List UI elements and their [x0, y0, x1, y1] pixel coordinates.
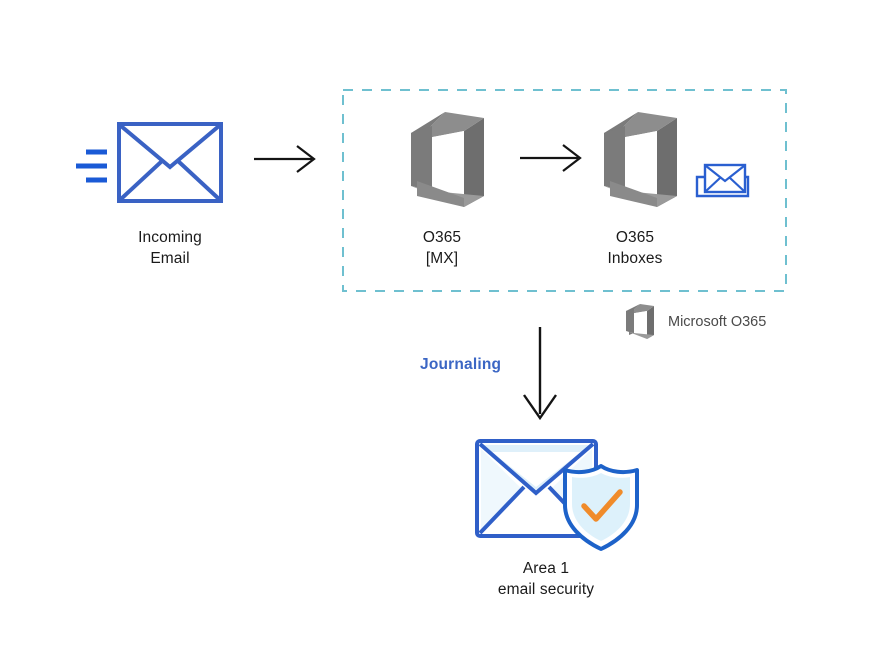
- area1-envelope-flap-highlight: [492, 452, 581, 487]
- arrow1-head: [296, 145, 316, 173]
- office-icon-left-inner: [610, 126, 625, 196]
- office-icon-top-face: [610, 112, 677, 140]
- legend-icon-right-face: [647, 306, 654, 339]
- envelope-fold-right: [176, 159, 221, 201]
- office-icon-right-face: [464, 118, 484, 207]
- office-icon-bottom-inner: [417, 181, 464, 207]
- legend-icon-left-inner: [629, 309, 634, 335]
- inbox-envelope-flap: [705, 165, 745, 183]
- envelope-flap: [119, 124, 221, 170]
- office-icon-right-face: [657, 118, 677, 207]
- area1-envelope-flap-stroke: [478, 442, 595, 496]
- office-icon-top-face: [417, 112, 484, 140]
- legend-label: Microsoft O365: [668, 314, 767, 330]
- envelope-fold-left: [119, 159, 164, 201]
- legend-icon-bottom-face: [626, 331, 654, 339]
- boundary-dashed-rect: [342, 89, 787, 292]
- inbox-envelope-fold-left: [705, 177, 721, 192]
- area1-envelope-left-fill: [481, 449, 523, 532]
- o365-mx-label: O365[MX]: [422, 229, 462, 267]
- arrow2-head: [562, 144, 582, 172]
- office-icon-left-inner: [417, 126, 432, 196]
- inbox-envelope-fold-right: [729, 177, 745, 192]
- area1-check-icon: [581, 489, 623, 522]
- arrow3-head: [523, 394, 557, 421]
- office-icon-bottom-inner: [610, 181, 657, 207]
- area1-envelope-bottom-fill: [481, 489, 592, 532]
- area1-shield-fill: [572, 473, 630, 541]
- area1-envelope-fold-left: [478, 485, 526, 535]
- journaling-label: Journaling: [420, 356, 502, 373]
- legend-icon-top-face: [629, 304, 654, 314]
